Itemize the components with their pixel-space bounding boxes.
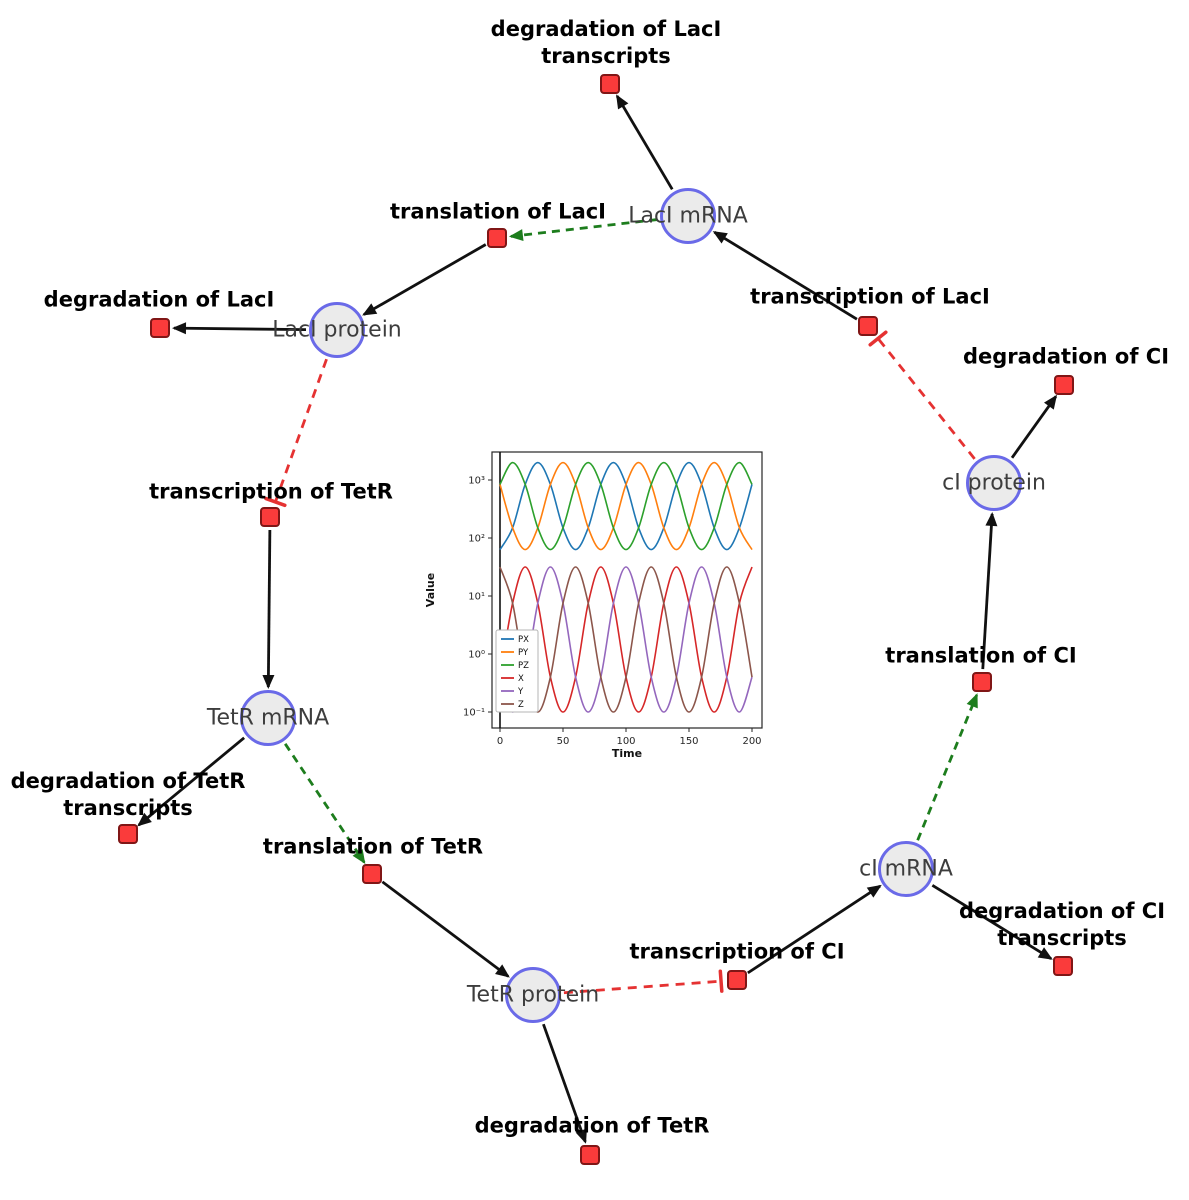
edge-ci_protein-to-tc_laci: [868, 330, 976, 460]
edge-tetr_mrna-to-tl_tetr: [284, 743, 366, 865]
y-tick-label: 10⁻¹: [463, 708, 485, 719]
y-axis-title: Value: [424, 573, 437, 607]
legend: PX PY PZ XYZ: [495, 629, 539, 713]
y-tick-label: 10⁰: [468, 650, 485, 661]
edge-tc_tetr-to-tetr_mrna: [262, 529, 275, 690]
reaction-label-line: transcripts: [63, 796, 193, 820]
reaction-node-tc_tetr[interactable]: [260, 507, 280, 527]
species-node-tetr_protein[interactable]: [505, 967, 561, 1023]
edge-tc_ci-to-ci_mrna: [747, 884, 882, 975]
reaction-node-deg_laci[interactable]: [150, 318, 170, 338]
reaction-node-deg_tetr[interactable]: [580, 1145, 600, 1165]
reaction-label-line: transcription of TetR: [149, 479, 393, 504]
y-tick-label: 10²: [468, 534, 485, 545]
edge-laci_mrna-to-tl_laci: [508, 218, 658, 241]
reaction-label-deg_ci_tx: degradation of CI transcripts: [959, 898, 1165, 952]
edge-tl_laci-to-laci_protein: [362, 243, 487, 316]
reaction-label-deg_laci: degradation of LacI: [44, 287, 275, 314]
reaction-label-line: transcription of CI: [629, 939, 845, 964]
series-line-PY: [499, 461, 753, 551]
reaction-label-line: degradation of TetR: [474, 1113, 710, 1138]
x-tick-label: 150: [679, 736, 698, 747]
species-node-ci_mrna[interactable]: [878, 841, 934, 897]
x-tick-label: 50: [557, 736, 570, 747]
reaction-node-tl_laci[interactable]: [487, 228, 507, 248]
edge-ci_mrna-to-deg_ci_tx: [931, 884, 1053, 960]
reaction-label-tl_ci: translation of CI: [885, 643, 1076, 670]
reaction-node-tl_tetr[interactable]: [362, 864, 382, 884]
reaction-node-tc_ci[interactable]: [727, 970, 747, 990]
edge-ci_protein-to-deg_ci: [1010, 394, 1058, 459]
species-label-laci_mrna: LacI mRNA: [628, 203, 748, 229]
reaction-label-line: translation of TetR: [262, 834, 484, 859]
legend-label-Y: Y: [517, 687, 524, 697]
reaction-label-deg_ci: degradation of CI: [963, 344, 1169, 371]
reaction-label-line: degradation of CI: [958, 899, 1166, 923]
species-label-laci_protein: LacI protein: [272, 317, 402, 343]
reaction-label-line: translation of LacI: [390, 199, 606, 224]
reaction-node-deg_laci_tx[interactable]: [600, 74, 620, 94]
reaction-label-line: translation of CI: [885, 643, 1077, 668]
reaction-node-tc_laci[interactable]: [858, 316, 878, 336]
y-tick-label: 10¹: [468, 592, 485, 603]
species-label-tetr_mrna: TetR mRNA: [206, 705, 330, 731]
reaction-node-tl_ci[interactable]: [972, 672, 992, 692]
reaction-label-tl_laci: translation of LacI: [390, 199, 606, 226]
reaction-label-line: degradation of LacI: [43, 287, 275, 312]
reaction-label-deg_laci_tx: degradation of LacI transcripts: [491, 16, 722, 70]
species-label-tetr_protein: TetR protein: [466, 982, 600, 1008]
x-axis-title: Time: [612, 747, 642, 760]
x-tick-label: 100: [616, 736, 635, 747]
legend-label-PY: PY: [518, 648, 529, 658]
series-line-PX: [499, 461, 753, 551]
edge-tetr_mrna-to-deg_tetr_tx: [137, 736, 246, 827]
reaction-node-deg_ci[interactable]: [1054, 375, 1074, 395]
reaction-label-deg_tetr_tx: degradation of TetR transcripts: [11, 768, 246, 822]
edge-tetr_protein-to-tc_ci: [563, 969, 724, 995]
edge-laci_mrna-to-deg_laci_tx: [615, 94, 674, 191]
plot-box: [491, 451, 763, 729]
curves: [499, 461, 753, 713]
series-line-Y: [499, 566, 753, 713]
reaction-label-line: transcripts: [541, 44, 671, 68]
species-label-ci_mrna: cI mRNA: [859, 856, 953, 882]
reaction-label-tc_ci: transcription of CI: [629, 939, 844, 966]
reaction-node-deg_tetr_tx[interactable]: [118, 824, 138, 844]
x-tick-label: 0: [497, 736, 503, 747]
reaction-node-deg_ci_tx[interactable]: [1053, 956, 1073, 976]
series-line-PZ: [499, 461, 753, 551]
x-tick-label: 200: [742, 736, 761, 747]
species-node-ci_protein[interactable]: [966, 455, 1022, 511]
edge-tl_tetr-to-tetr_protein: [381, 880, 510, 978]
reaction-label-line: transcription of LacI: [750, 284, 990, 309]
legend-label-X: X: [518, 674, 524, 684]
edge-tetr_protein-to-deg_tetr: [542, 1023, 587, 1144]
legend-label-PX: PX: [518, 635, 529, 645]
edge-tl_ci-to-ci_protein: [981, 511, 998, 670]
y-tick-label: 10³: [468, 476, 485, 487]
reaction-label-deg_tetr: degradation of TetR: [475, 1113, 710, 1140]
legend-label-Z: Z: [518, 700, 524, 710]
reaction-label-line: degradation of LacI: [490, 17, 722, 41]
edge-laci_protein-to-deg_laci: [171, 322, 307, 335]
legend-box: [495, 629, 539, 713]
reaction-label-line: degradation of TetR: [10, 769, 246, 793]
edge-ci_mrna-to-tl_ci: [916, 693, 979, 841]
reaction-label-line: degradation of CI: [962, 344, 1170, 369]
series-line-Z: [499, 566, 753, 713]
edge-tc_laci-to-laci_mrna: [712, 230, 858, 321]
legend-label-PZ: PZ: [518, 661, 529, 671]
species-label-ci_protein: cI protein: [942, 470, 1046, 496]
species-node-laci_mrna[interactable]: [660, 188, 716, 244]
species-node-laci_protein[interactable]: [309, 302, 365, 358]
reaction-label-tl_tetr: translation of TetR: [263, 834, 483, 861]
reaction-label-tc_tetr: transcription of TetR: [149, 479, 393, 506]
species-node-tetr_mrna[interactable]: [240, 690, 296, 746]
reaction-label-line: transcripts: [997, 926, 1127, 950]
reaction-label-tc_laci: transcription of LacI: [750, 284, 990, 311]
